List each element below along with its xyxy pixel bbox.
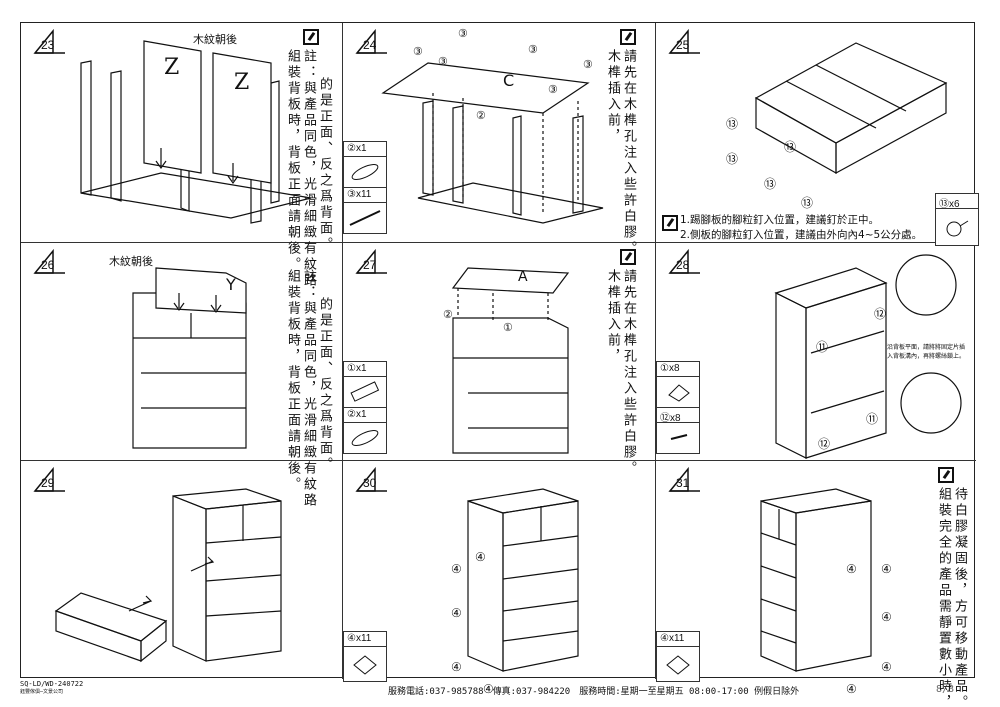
parts-box: ④x11 [343, 631, 387, 682]
svg-text:③: ③ [438, 55, 448, 68]
svg-text:④: ④ [846, 562, 857, 576]
step-number-badge: 26 [33, 248, 67, 275]
top-panel-illustration: ③ ③ ③ ③ ③ ③ ② [381, 27, 604, 224]
step-number-badge: 28 [668, 248, 702, 275]
page-number: 8/8 [936, 684, 955, 695]
svg-text:④: ④ [881, 562, 892, 576]
parts-box: ①x8 ⑫x8 [656, 361, 700, 454]
step-number-badge: 25 [668, 28, 702, 55]
step-number-badge: 31 [668, 466, 702, 493]
svg-text:④: ④ [451, 606, 462, 620]
part-label-z: Z [164, 55, 180, 80]
parts-box: ②x1 ③x11 [343, 141, 387, 234]
top-panel-a-illustration: ①② [443, 267, 570, 454]
svg-text:③: ③ [548, 83, 558, 96]
back-panel-fixing-illustration: ⑫ ⑪ ⑪ ⑫ [774, 254, 962, 459]
note-text: 木榫插入前， 請先在木榫孔注入些許白膠。 [605, 269, 636, 477]
model-info: SQ-LD/WD-240722 鈺豐傢俱─文景公司 [20, 680, 84, 695]
svg-text:④: ④ [483, 682, 494, 696]
part-label-a: A [518, 269, 528, 285]
svg-text:⑬: ⑬ [726, 117, 738, 131]
svg-text:⑬: ⑬ [726, 152, 738, 166]
svg-text:②: ② [476, 109, 486, 122]
parts-box: ⑬x6 [935, 193, 979, 246]
svg-text:⑫: ⑫ [874, 307, 886, 321]
step-number-badge: 27 [355, 248, 389, 275]
warning-icon [620, 29, 636, 45]
step-26-panel: 26 木紋朝後 Y 組裝背板時，背板正面請朝後。 註：與產品同色，光滑細緻有紋路… [21, 243, 343, 509]
note-text: 組裝背板時，背板正面請朝後。 註：與產品同色，光滑細緻有紋路 的是正面、反之爲背… [285, 49, 332, 289]
step-31-panel: 31 ④ ④ ④ ④ ④ 組裝完全的產品需靜置數小時， 待白膠凝固後，方可移動產品。 ④… [656, 461, 976, 707]
cabinet-back-panel-illustration [80, 40, 312, 224]
steps-grid: 23 木紋朝後 Z Z 組裝背板時，背板正面請朝後。 註：與產品同色，光滑細緻有… [20, 22, 979, 707]
svg-text:⑬: ⑬ [784, 140, 796, 154]
cabinet-rear-illustration: ④ ④ ④ ④ ④ [760, 488, 892, 696]
callout-1: ① [503, 321, 513, 334]
service-info: 服務電話:037-985788 傳真:037-984220 服務時間:星期一至星… [388, 687, 800, 697]
note-text: 組裝完全的產品需靜置數小時， 待白膠凝固後，方可移動產品。 [936, 487, 967, 707]
svg-text:④: ④ [451, 660, 462, 674]
svg-text:④: ④ [475, 550, 486, 564]
step-number-badge: 23 [33, 28, 67, 55]
svg-text:⑫: ⑫ [818, 437, 830, 451]
warning-icon [662, 215, 678, 231]
step-23-panel: 23 木紋朝後 Z Z 組裝背板時，背板正面請朝後。 註：與產品同色，光滑細緻有… [21, 23, 343, 289]
drawer-insertion-illustration [54, 488, 282, 663]
step-number-badge: 30 [355, 466, 389, 493]
svg-text:③: ③ [528, 43, 538, 56]
svg-text:④: ④ [846, 682, 857, 696]
svg-text:④: ④ [881, 660, 892, 674]
detail-note: 沿背板平面，請將將固定片插入背板溝內，再將螺絲鎖上。 [886, 344, 965, 360]
svg-text:③: ③ [583, 58, 593, 71]
screw-callout: ③ [413, 45, 423, 58]
part-label-c: C [503, 71, 515, 90]
step-number-badge: 29 [33, 466, 67, 493]
cabinet-back-y-illustration [132, 267, 247, 449]
svg-text:⑪: ⑪ [816, 340, 828, 354]
step-number-badge: 24 [355, 28, 389, 55]
wood-grain-caption: 木紋朝後 [109, 255, 153, 268]
step-29-panel: 29 [21, 461, 343, 679]
warning-icon [620, 249, 636, 265]
svg-text:②: ② [443, 308, 453, 321]
svg-text:④: ④ [881, 610, 892, 624]
step-24-panel: 24 ③ ③ ③ ③ ③ ③ ② C 木榫插入前， 請先在木榫孔注入些許白膠。 ②x1 ③… [343, 23, 656, 257]
warning-icon [938, 467, 954, 483]
parts-box: ①x1 ②x1 [343, 361, 387, 454]
part-label-z: Z [234, 70, 250, 95]
cabinet-feet-illustration: ⑬ ⑬ ⑬ ⑬ ⑬ [726, 42, 948, 210]
warning-icon [303, 29, 319, 45]
part-label-y: Y [226, 275, 236, 294]
svg-text:⑬: ⑬ [801, 196, 813, 210]
svg-text:③: ③ [458, 27, 468, 40]
step-28-panel: 28 ⑫ ⑪ ⑪ ⑫ 沿背板平面，請將將固定片插入背板溝內，再將螺絲鎖上。 ①x8 ⑫… [656, 243, 976, 461]
svg-text:⑪: ⑪ [866, 412, 878, 426]
step-25-panel: 25 ⑬ ⑬ ⑬ ⑬ ⑬ 1.踢腳板的腳粒釘入位置，建議釘於正中。 2.側板的腳粒釘入位… [656, 23, 979, 246]
feet-notes: 1.踢腳板的腳粒釘入位置，建議釘於正中。 2.側板的腳粒釘入位置，建議由外向內4… [680, 214, 923, 241]
parts-box: ④x11 [656, 631, 700, 682]
note-text: 組裝背板時，背板正面請朝後。 註：與產品同色，光滑細緻有紋路 的是正面、反之爲背… [285, 269, 332, 509]
svg-text:⑬: ⑬ [764, 177, 776, 191]
note-text: 木榫插入前， 請先在木榫孔注入些許白膠。 [605, 49, 636, 257]
wood-grain-caption: 木紋朝後 [193, 33, 237, 46]
svg-text:④: ④ [451, 562, 462, 576]
